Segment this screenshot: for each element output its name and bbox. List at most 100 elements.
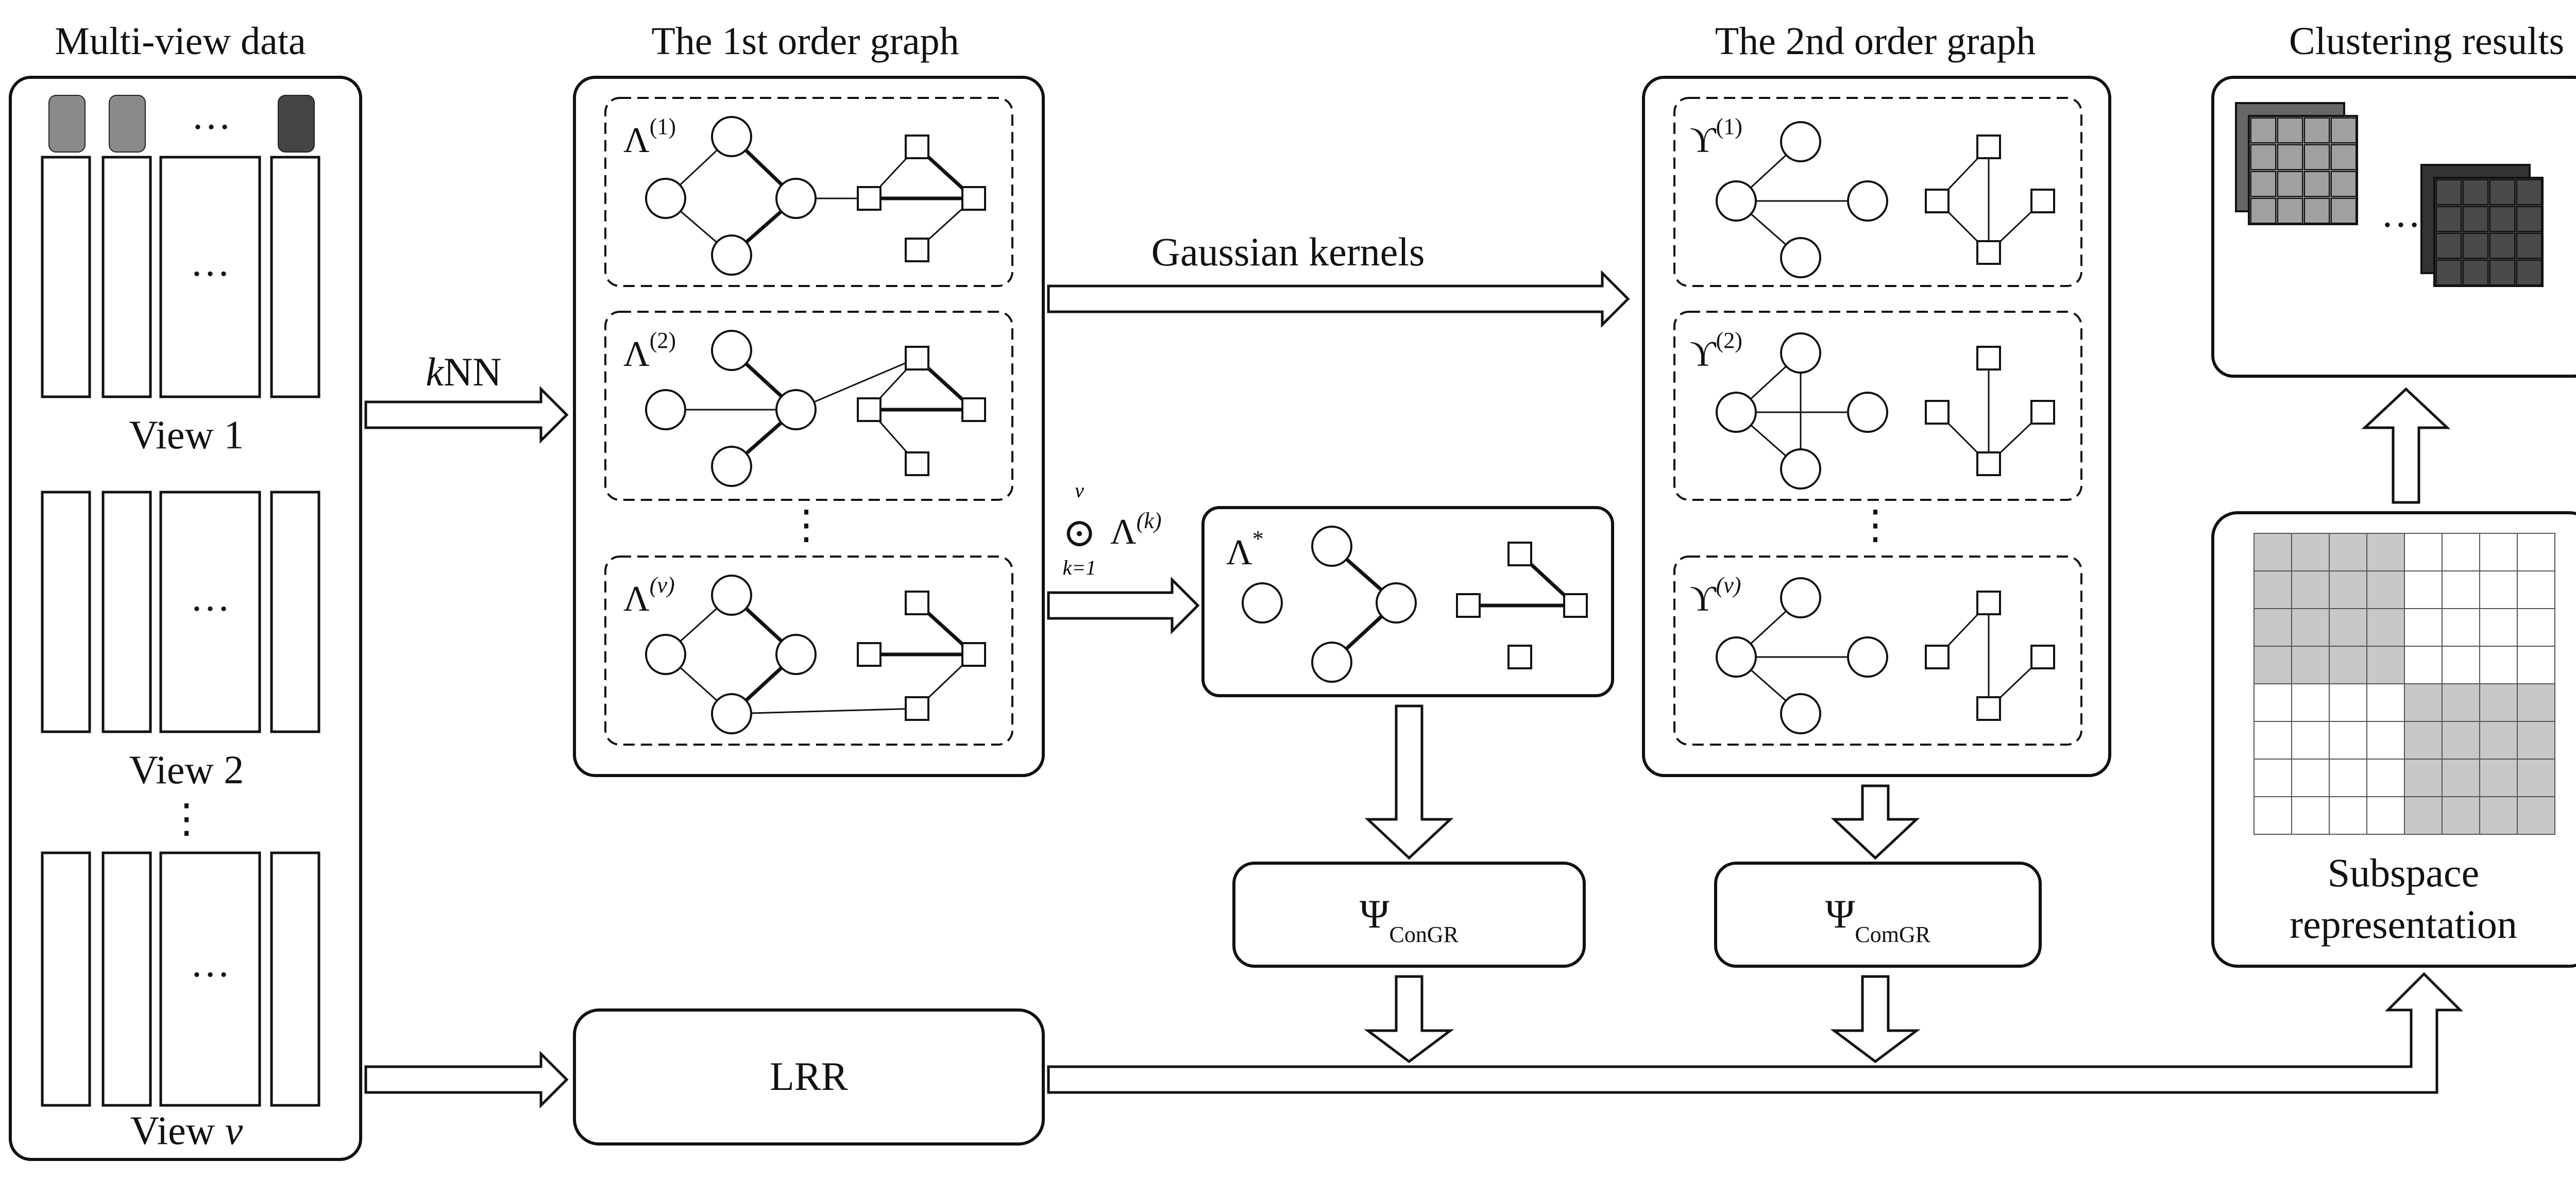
matrix-cell [2479, 608, 2518, 647]
viewv-ellipsis: … [190, 940, 230, 985]
face-tile [2250, 171, 2276, 197]
view2-ellipsis: … [190, 575, 230, 619]
odot-subscript: k=1 [1063, 556, 1096, 579]
matrix-cell [2479, 570, 2518, 609]
upsilon2-graph [1716, 332, 2055, 490]
lambda-star-label: Λ* [1226, 526, 1264, 573]
matrix-cell [2366, 533, 2405, 571]
matrix-cell [2442, 759, 2480, 797]
matrix-cell [2442, 533, 2480, 571]
subspace-label-line1: Subspace [2328, 850, 2480, 895]
matrix-cell [2291, 608, 2330, 647]
odot-lambda: Λ(k) [1110, 508, 1162, 552]
matrix-cell [2404, 683, 2443, 722]
lambda2-subgraph [604, 311, 1013, 501]
face-tile [2436, 233, 2462, 259]
subspace-label-line2: representation [2290, 902, 2517, 947]
face-tile [2463, 233, 2488, 259]
fusion-arrow [1047, 576, 1200, 635]
clusters-ellipsis: … [2381, 191, 2421, 235]
matrix-cell [2366, 796, 2405, 835]
matrix-cell [2517, 570, 2555, 609]
odot-operator: ⊙ [1062, 510, 1096, 555]
matrix-cell [2253, 570, 2292, 609]
face-tile [2516, 233, 2542, 259]
down-arrow-congr-lrr [1364, 975, 1454, 1064]
matrix-cell [2253, 646, 2292, 684]
lrr-label: LRR [770, 1054, 848, 1099]
matrix-cell [2479, 721, 2518, 760]
face-tile [2436, 206, 2462, 232]
matrix-cell [2404, 533, 2443, 571]
upsilonv-subgraph [1673, 556, 2082, 746]
face-tile [2277, 198, 2303, 224]
matrix-cell [2404, 759, 2443, 797]
face-tile [2277, 171, 2303, 197]
matrix-cell [2442, 570, 2480, 609]
face-tile [2489, 260, 2515, 285]
upsilon1-subgraph [1673, 97, 2082, 287]
matrix-cell [2366, 646, 2405, 684]
lambda-star-graph [1242, 526, 1588, 683]
lambdav-graph [645, 575, 986, 734]
matrix-cell [2442, 608, 2480, 647]
gaussian-kernels-label: Gaussian kernels [1151, 229, 1425, 274]
title-first-order-graph: The 1st order graph [651, 20, 959, 63]
title-multiview-data: Multi-view data [55, 20, 306, 63]
matrix-cell [2442, 796, 2480, 835]
matrix-cell [2329, 683, 2367, 722]
lrr-box [573, 1008, 1045, 1146]
face-tile [2436, 260, 2462, 285]
lambda1-subgraph [604, 97, 1013, 287]
matrix-cell [2329, 796, 2367, 835]
face-tile [2250, 144, 2276, 170]
lambda2-label: Λ(2) [623, 328, 676, 374]
face-tile [2304, 198, 2330, 224]
matrix-cell [2442, 683, 2480, 722]
matrix-cell [2404, 570, 2443, 609]
down-arrow-comgr [1831, 784, 1920, 860]
face-tile [2489, 206, 2515, 232]
first-order-graph-panel [573, 76, 1045, 777]
down-arrow-comgr-lrr [1830, 975, 1921, 1064]
matrix-cell [2517, 721, 2555, 760]
face-tile [2304, 144, 2330, 170]
face-tile [2463, 206, 2488, 232]
face-tile [2277, 117, 2303, 143]
view2-label: View 2 [129, 747, 244, 792]
matrix-cell [2253, 683, 2292, 722]
knn-arrow [364, 385, 569, 444]
upsilon1-graph [1716, 121, 2055, 278]
upsilon1-label: ϒ(1) [1690, 114, 1742, 160]
matrix-cell [2517, 533, 2555, 571]
data-to-lrr-arrow [364, 1050, 569, 1109]
matrix-cell [2366, 570, 2405, 609]
face-tile [2516, 179, 2542, 205]
odot-superscript: v [1075, 479, 1084, 502]
upsilonv-label: ϒ(v) [1690, 573, 1741, 619]
viewv-label: View v [130, 1108, 243, 1153]
title-clustering-results: Clustering results [2289, 20, 2564, 63]
cluster-2-face-stack [2420, 164, 2544, 287]
lambda1-label: Λ(1) [623, 114, 676, 160]
matrix-cell [2366, 721, 2405, 760]
matrix-cell [2366, 683, 2405, 722]
matrix-cell [2479, 759, 2518, 797]
lrr-to-subspace-arrow [1047, 972, 2464, 1094]
viewv-data-matrix [41, 851, 320, 1107]
subspace-matrix [2253, 533, 2555, 835]
upsilon2-label: ϒ(2) [1690, 328, 1742, 374]
matrix-cell [2404, 608, 2443, 647]
matrix-cell [2404, 796, 2443, 835]
matrix-cell [2479, 683, 2518, 722]
lambda1-graph [645, 116, 986, 276]
matrix-cell [2329, 608, 2367, 647]
matrix-cell [2517, 646, 2555, 684]
psi-comgr-label: ΨComGR [1825, 891, 1931, 947]
matrix-cell [2442, 721, 2480, 760]
matrix-cell [2329, 533, 2367, 571]
views-vertical-ellipsis: ⋮ [166, 796, 207, 841]
psi-congr-box [1232, 862, 1586, 968]
matrix-cell [2253, 608, 2292, 647]
